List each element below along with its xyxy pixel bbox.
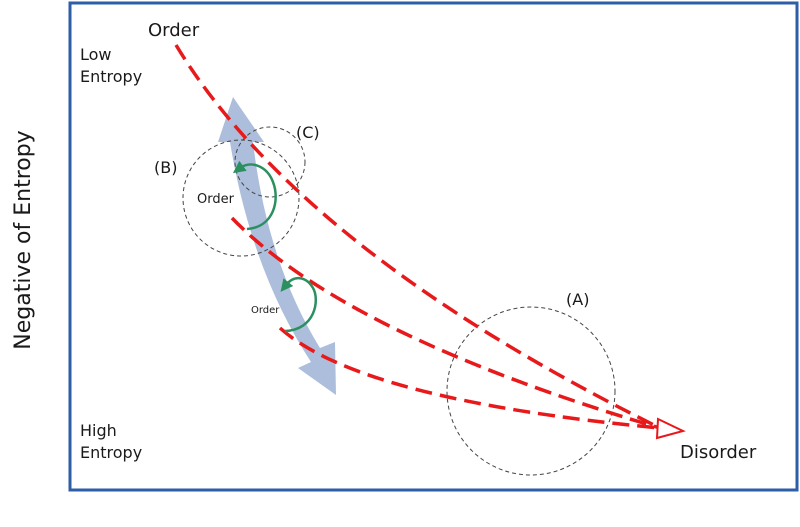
disorder-label: Disorder xyxy=(680,442,757,463)
diagram-frame xyxy=(68,1,799,492)
low-entropy-label: Low xyxy=(80,45,112,64)
y-axis-label: Negative of Entropy xyxy=(11,130,36,349)
order-inner-label: Order xyxy=(251,305,280,316)
region-b-label: (B) xyxy=(154,158,177,177)
order-to-disorder-curve-main xyxy=(174,44,661,430)
high-entropy-label: High xyxy=(80,421,117,440)
low-entropy-label: Entropy xyxy=(80,67,142,86)
region-c-label: (C) xyxy=(296,123,320,142)
high-entropy-label: Entropy xyxy=(80,443,142,462)
region-a-circle xyxy=(446,306,616,476)
hollow-arrowhead-icon xyxy=(655,417,686,440)
order-inner-label: Order xyxy=(197,192,235,207)
order-to-disorder-curve-lower xyxy=(278,326,661,430)
region-a-label: (A) xyxy=(566,290,589,309)
circular-arrow-icon xyxy=(280,277,317,333)
region-b-circle xyxy=(182,139,300,257)
double-headed-arrow-icon xyxy=(218,97,336,395)
order-top-label: Order xyxy=(148,20,200,41)
circular-arrow-icon xyxy=(232,160,277,231)
region-c-circle xyxy=(234,126,306,198)
